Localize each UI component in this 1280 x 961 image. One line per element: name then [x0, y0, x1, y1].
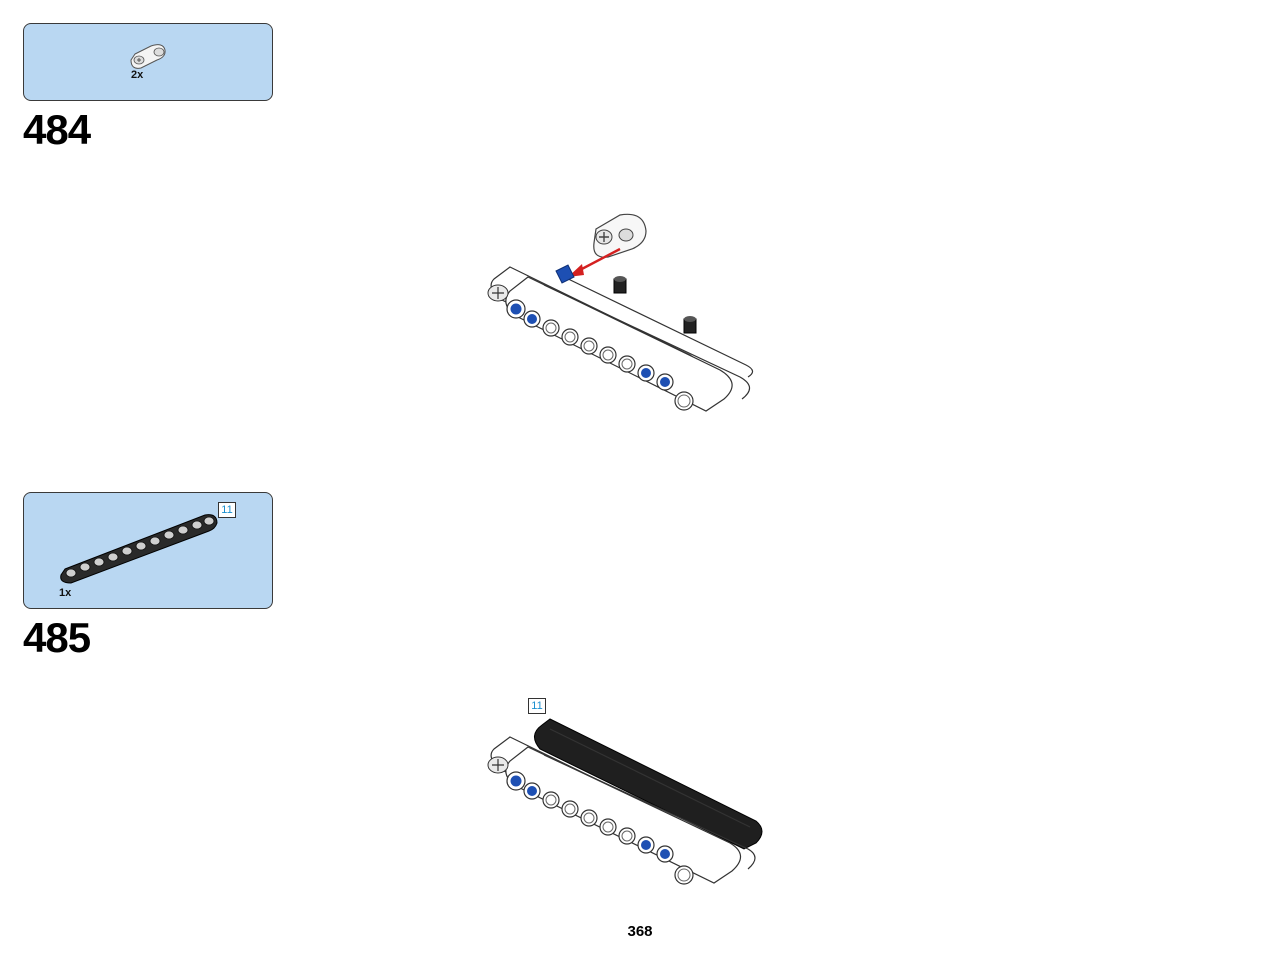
part-quantity: 2x	[131, 69, 144, 81]
part-quantity: 1x	[59, 587, 72, 599]
beam-11-icon	[60, 514, 218, 584]
length-badge: 11	[218, 502, 236, 518]
length-badge: 11	[528, 698, 546, 714]
step-number-485: 485	[23, 614, 91, 661]
step-number-484: 484	[23, 106, 91, 153]
beam-stack	[487, 264, 754, 412]
assembly-illustration-484	[487, 213, 754, 412]
axle-connector-icon	[130, 44, 166, 69]
axle-connector-icon	[593, 213, 647, 258]
page-number: 368	[627, 923, 653, 940]
parts-list-484: 2x	[23, 23, 273, 101]
insertion-arrow	[568, 247, 621, 277]
parts-list-485: 11 1x	[23, 492, 273, 609]
assembly-illustration-485	[487, 718, 763, 885]
